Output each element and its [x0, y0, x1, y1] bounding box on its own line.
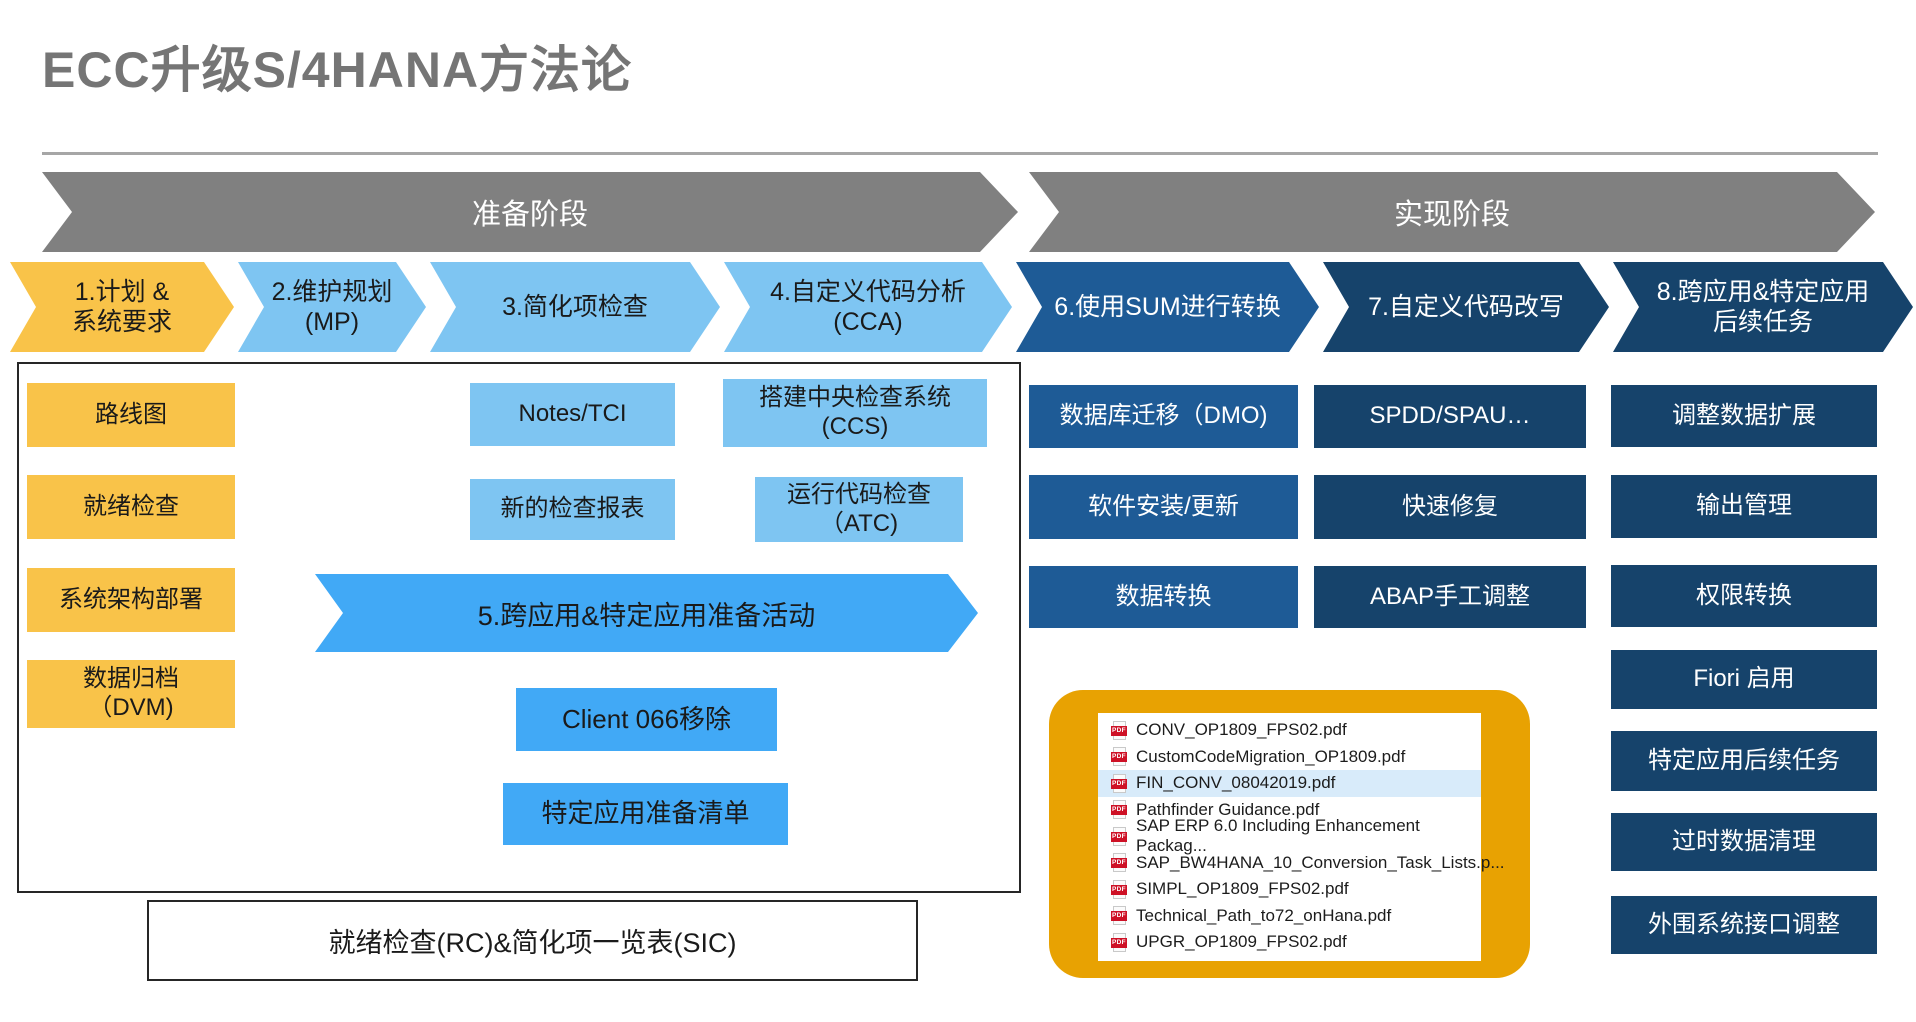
banner-prepare-phase: 准备阶段 — [42, 172, 1018, 252]
followup-box-authorization: 权限转换 — [1611, 565, 1877, 627]
file-list-item[interactable]: PDF SAP_BW4HANA_10_Conversion_Task_Lists… — [1098, 850, 1505, 877]
file-name: SAP_BW4HANA_10_Conversion_Task_Lists.p..… — [1136, 852, 1505, 872]
code-box-abap-manual: ABAP手工调整 — [1314, 566, 1586, 628]
prep-box-client-066: Client 066移除 — [516, 688, 777, 751]
phase-step-8: 8.跨应用&特定应用 后续任务 — [1613, 262, 1913, 352]
file-list-item[interactable]: PDF Technical_Path_to72_onHana.pdf — [1098, 903, 1481, 930]
file-name: Pathfinder Guidance.pdf — [1136, 799, 1320, 819]
banner-prepare-label: 准备阶段 — [471, 199, 588, 231]
sum-box-data-conversion: 数据转换 — [1029, 566, 1298, 628]
cca-box-central-check-system: 搭建中央检查系统 (CCS) — [723, 379, 987, 447]
arrow-step-5: 5.跨应用&特定应用准备活动 — [315, 574, 978, 652]
cca-box-central-check-system-label: 搭建中央检查系统 (CCS) — [759, 384, 951, 440]
followup-box-data-extension: 调整数据扩展 — [1611, 385, 1877, 447]
plan-box-roadmap: 路线图 — [27, 383, 235, 447]
file-list-item[interactable]: PDF SAP ERP 6.0 Including Enhancement Pa… — [1098, 816, 1481, 855]
followup-box-authorization-label: 权限转换 — [1696, 581, 1792, 609]
file-name: UPGR_OP1809_FPS02.pdf — [1136, 932, 1347, 952]
code-box-abap-manual-label: ABAP手工调整 — [1369, 582, 1531, 610]
followup-box-output-management-label: 输出管理 — [1696, 492, 1792, 520]
phase-step-1: 1.计划 & 系统要求 — [10, 262, 234, 352]
followup-box-app-tasks-label: 特定应用后续任务 — [1648, 746, 1840, 774]
check-box-new-report: 新的检查报表 — [470, 479, 675, 540]
followup-box-fiori-label: Fiori 启用 — [1693, 665, 1795, 693]
plan-box-roadmap-label: 路线图 — [95, 400, 167, 428]
bottom-note-box: 就绪检查(RC)&简化项一览表(SIC) — [147, 900, 918, 981]
phase-step-6: 6.使用SUM进行转换 — [1016, 262, 1319, 352]
followup-box-output-management: 输出管理 — [1611, 475, 1877, 538]
phase-step-8-label: 8.跨应用&特定应用 后续任务 — [1656, 278, 1870, 336]
cca-box-atc-label: 运行代码检查 （ATC) — [787, 480, 931, 537]
file-name: SIMPL_OP1809_FPS02.pdf — [1136, 879, 1349, 899]
followup-box-app-tasks: 特定应用后续任务 — [1611, 731, 1877, 791]
phase-step-7: 7.自定义代码改写 — [1323, 262, 1609, 352]
phase-step-4: 4.自定义代码分析 (CCA) — [724, 262, 1012, 352]
file-list-item[interactable]: PDF SIMPL_OP1809_FPS02.pdf — [1098, 876, 1481, 903]
plan-box-architecture: 系统架构部署 — [27, 568, 235, 632]
phase-step-6-label: 6.使用SUM进行转换 — [1054, 293, 1281, 321]
file-list-item[interactable]: PDF CustomCodeMigration_OP1809.pdf — [1098, 744, 1481, 771]
file-name: CustomCodeMigration_OP1809.pdf — [1136, 746, 1406, 766]
plan-box-data-archiving: 数据归档 （DVM) — [27, 660, 235, 728]
phase-step-3: 3.简化项检查 — [430, 262, 720, 352]
file-name: Technical_Path_to72_onHana.pdf — [1136, 905, 1392, 925]
followup-box-data-extension-label: 调整数据扩展 — [1672, 401, 1816, 429]
cca-box-atc: 运行代码检查 （ATC) — [755, 477, 963, 542]
pdf-icon: PDF — [1111, 773, 1128, 793]
pdf-icon: PDF — [1111, 879, 1128, 899]
check-box-notes-tci: Notes/TCI — [470, 383, 675, 446]
pdf-icon: PDF — [1111, 826, 1128, 846]
plan-box-readiness-check: 就绪检查 — [27, 475, 235, 539]
sum-box-data-conversion-label: 数据转换 — [1115, 582, 1212, 610]
pdf-icon: PDF — [1111, 932, 1128, 952]
check-box-new-report-label: 新的检查报表 — [500, 495, 645, 523]
banner-implement-phase: 实现阶段 — [1029, 172, 1875, 252]
file-name: CONV_OP1809_FPS02.pdf — [1136, 720, 1347, 740]
pdf-icon: PDF — [1111, 747, 1128, 767]
pdf-icon: PDF — [1111, 853, 1128, 873]
pdf-icon: PDF — [1111, 906, 1128, 926]
pdf-file-list: PDF CONV_OP1809_FPS02.pdf PDF CustomCode… — [1098, 713, 1505, 961]
sum-box-dmo-label: 数据库迁移（DMO) — [1059, 402, 1268, 430]
prep-box-app-checklist: 特定应用准备清单 — [503, 783, 788, 845]
file-list-item[interactable]: PDF CONV_OP1809_FPS02.pdf — [1098, 717, 1481, 744]
phase-step-2-label: 2.维护规划 (MP) — [271, 278, 393, 336]
title-divider — [42, 152, 1878, 155]
code-box-spdd-spau-label: SPDD/SPAU… — [1369, 402, 1531, 430]
file-name: FIN_CONV_08042019.pdf — [1136, 773, 1336, 793]
pdf-icon: PDF — [1111, 800, 1128, 820]
phase-step-2: 2.维护规划 (MP) — [238, 262, 426, 352]
phase-step-4-label: 4.自定义代码分析 (CCA) — [770, 278, 966, 336]
prep-box-app-checklist-label: 特定应用准备清单 — [541, 798, 750, 829]
plan-box-architecture-label: 系统架构部署 — [59, 585, 203, 613]
sum-box-software-install-label: 软件安装/更新 — [1088, 492, 1239, 520]
file-list-item-selected[interactable]: PDF FIN_CONV_08042019.pdf — [1098, 770, 1481, 797]
page-title: ECC升级S/4HANA方法论 — [42, 42, 633, 98]
prep-box-client-066-label: Client 066移除 — [561, 703, 732, 734]
phase-step-7-label: 7.自定义代码改写 — [1368, 293, 1564, 321]
code-box-quick-fix: 快速修复 — [1314, 475, 1586, 539]
banner-implement-label: 实现阶段 — [1393, 199, 1510, 231]
bottom-note-label: 就绪检查(RC)&简化项一览表(SIC) — [328, 928, 737, 958]
phase-step-1-label: 1.计划 & 系统要求 — [71, 278, 172, 336]
sum-box-software-install: 软件安装/更新 — [1029, 475, 1298, 539]
pdf-icon: PDF — [1111, 720, 1128, 740]
followup-box-fiori: Fiori 启用 — [1611, 650, 1877, 709]
sum-box-dmo: 数据库迁移（DMO) — [1029, 385, 1298, 448]
plan-box-readiness-check-label: 就绪检查 — [83, 492, 179, 520]
file-list-item[interactable]: PDF Pathfinder Guidance.pdf — [1098, 797, 1481, 824]
code-box-quick-fix-label: 快速修复 — [1402, 492, 1498, 520]
followup-box-interface-adjust-label: 外围系统接口调整 — [1648, 910, 1840, 938]
code-box-spdd-spau: SPDD/SPAU… — [1314, 385, 1586, 448]
file-name: SAP ERP 6.0 Including Enhancement Packag… — [1136, 816, 1420, 856]
followup-box-obsolete-data: 过时数据清理 — [1611, 813, 1877, 871]
arrow-step-5-label: 5.跨应用&特定应用准备活动 — [477, 600, 816, 631]
file-list-item[interactable]: PDF UPGR_OP1809_FPS02.pdf — [1098, 929, 1481, 956]
followup-box-obsolete-data-label: 过时数据清理 — [1672, 827, 1816, 855]
plan-box-data-archiving-label: 数据归档 （DVM) — [83, 665, 179, 721]
check-box-notes-tci-label: Notes/TCI — [518, 400, 627, 428]
followup-box-interface-adjust: 外围系统接口调整 — [1611, 896, 1877, 954]
phase-step-3-label: 3.简化项检查 — [502, 293, 648, 321]
